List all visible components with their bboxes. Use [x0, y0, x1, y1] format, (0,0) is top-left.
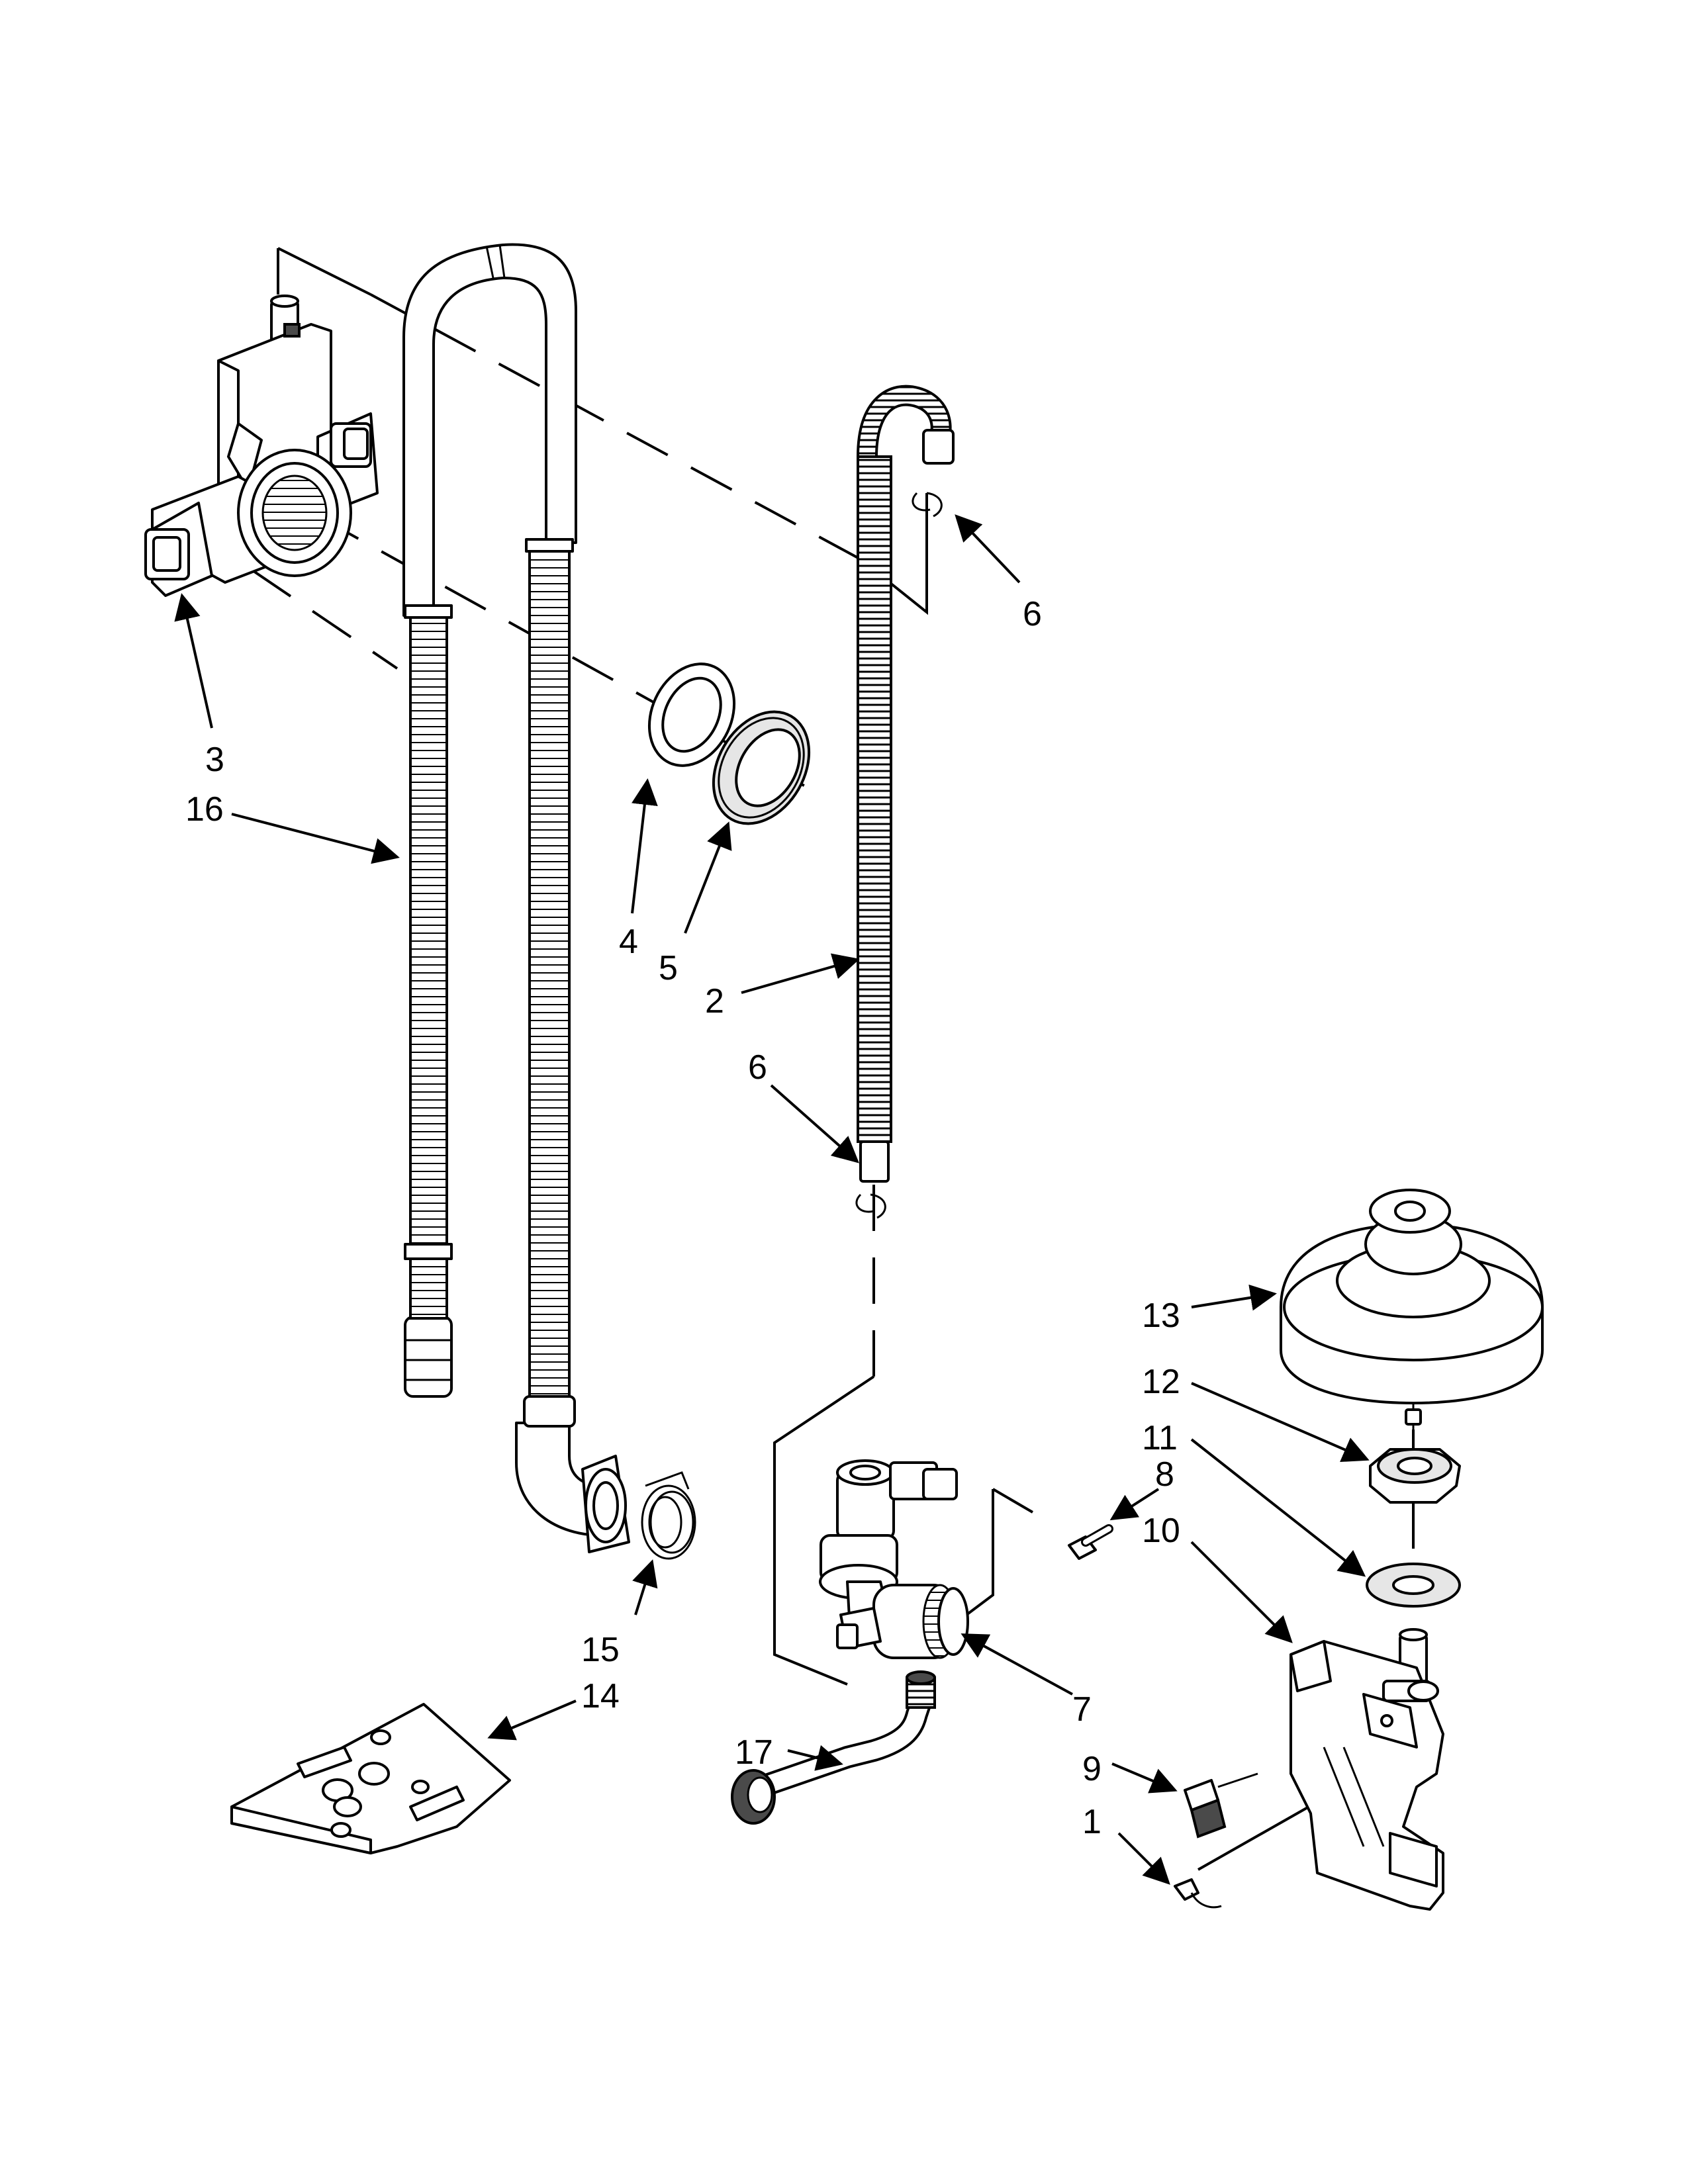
callout-15: 15 — [581, 1631, 620, 1669]
callout-leaders — [174, 514, 1370, 1885]
leader-4 — [631, 778, 658, 914]
callout-3: 3 — [205, 741, 224, 779]
leader-13 — [1191, 1284, 1277, 1311]
screw — [1068, 1524, 1113, 1560]
callout-6a: 6 — [1023, 595, 1042, 633]
drain-hose-assembly — [402, 243, 630, 1553]
air-gap-assembly — [144, 295, 379, 597]
fill-tube — [731, 1670, 936, 1825]
float-nut — [1369, 1448, 1461, 1504]
leader-2 — [741, 953, 860, 994]
callout-4: 4 — [619, 923, 638, 961]
leader-3 — [174, 593, 213, 729]
leader-11 — [1190, 1438, 1366, 1577]
gasket-and-nut — [647, 662, 811, 825]
callout-7: 7 — [1072, 1690, 1092, 1729]
callout-17: 17 — [735, 1733, 773, 1772]
leader-7 — [961, 1633, 1073, 1696]
float-switch — [1184, 1772, 1258, 1839]
leader-6b — [770, 1084, 859, 1163]
leader-5 — [684, 821, 732, 934]
callout-13: 13 — [1142, 1297, 1180, 1335]
float-gasket — [1366, 1563, 1461, 1608]
leader-10 — [1190, 1541, 1293, 1643]
float-switch-bracket — [1289, 1628, 1444, 1911]
callout-16: 16 — [185, 790, 224, 829]
callout-8: 8 — [1155, 1455, 1174, 1494]
callout-14: 14 — [581, 1677, 620, 1715]
callout-11: 11 — [1142, 1419, 1178, 1457]
hardware-bag — [230, 1703, 511, 1854]
leader-16 — [231, 813, 400, 864]
callout-6b: 6 — [748, 1048, 767, 1087]
leader-14 — [487, 1700, 577, 1741]
callout-2: 2 — [705, 982, 724, 1021]
callout-1: 1 — [1082, 1803, 1102, 1841]
leader-9 — [1111, 1762, 1178, 1794]
leader-6a — [955, 514, 1021, 584]
fill-hose — [855, 385, 955, 1219]
callout-5: 5 — [659, 949, 678, 987]
leader-15 — [632, 1559, 658, 1615]
callout-numbers: 3 16 4 5 2 6 6 15 14 7 17 8 13 12 11 10 … — [185, 595, 1180, 1841]
hose-clamp — [641, 1471, 696, 1560]
leader-8 — [1109, 1488, 1160, 1521]
leader-1 — [1117, 1832, 1170, 1885]
wire-clip — [1174, 1878, 1222, 1909]
callout-9: 9 — [1082, 1750, 1102, 1788]
leader-17 — [787, 1745, 843, 1771]
water-inlet-valve — [819, 1459, 969, 1659]
float — [1280, 1189, 1544, 1433]
callout-10: 10 — [1142, 1512, 1180, 1550]
callout-12: 12 — [1142, 1363, 1180, 1401]
leader-12 — [1191, 1382, 1370, 1463]
